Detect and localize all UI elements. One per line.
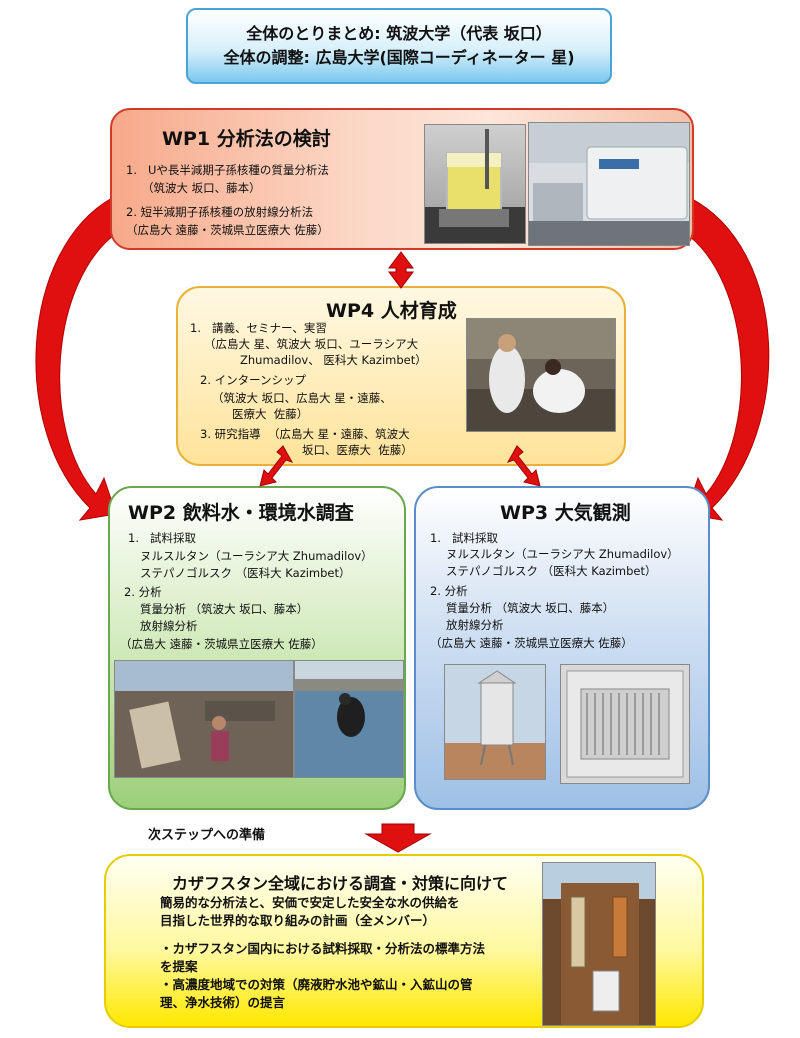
wp1-item-1: 1. Uや長半減期子孫核種の質量分析法 — [126, 163, 329, 177]
wp4-item-3-members: 坂口、医療大 佐藤） — [302, 443, 413, 457]
double-arrow-wp4-wp2 — [259, 445, 294, 487]
wp2-line-4: 2. 分析 — [124, 585, 162, 599]
wp4-item-3: 3. 研究指導 （広島大 星・遠藤、筑波大 — [200, 427, 410, 441]
wp2-line-2: ヌルスルタン（ユーラシア大 Zhumadilov） — [140, 549, 373, 563]
next-step-title: カザフスタン全域における調査・対策に向けて — [172, 874, 509, 893]
wp4-item-2-members-b: 医療大 佐藤） — [232, 407, 309, 421]
wp3-line-3: ステパノゴルスク （医科大 Kazimbet） — [446, 564, 657, 578]
header-line-1: 全体のとりまとめ: 筑波大学（代表 坂口） — [246, 24, 552, 43]
wp3-title: WP3 大気観測 — [500, 502, 631, 524]
wp1-box: WP1 分析法の検討 1. Uや長半減期子孫核種の質量分析法 （筑波大 坂口、藤… — [110, 108, 694, 250]
wp4-item-1-members-a: （広島大 星、筑波大 坂口、ユーラシア大 — [204, 337, 419, 351]
wp1-item-2: 2. 短半減期子孫核種の放射線分析法 — [126, 205, 314, 219]
wp4-item-2: 2. インターンシップ — [200, 373, 307, 387]
double-arrow-wp1-wp4 — [388, 251, 414, 289]
training-lab-photo — [466, 318, 616, 432]
wp3-line-7: （広島大 遠藤・茨城県立医療大 佐藤） — [430, 636, 633, 650]
wp3-line-5: 質量分析 （筑波大 坂口、藤本） — [446, 601, 615, 615]
wp4-title: WP4 人材育成 — [326, 300, 457, 322]
next-step-paragraph-1: 簡易的な分析法と、安価で安定した安全な水の供給を — [160, 895, 460, 910]
next-step-label: 次ステップへの準備 — [148, 828, 266, 843]
double-arrow-wp4-wp3 — [506, 445, 541, 487]
wp4-box: WP4 人材育成 1. 講義、セミナー、実習 （広島大 星、筑波大 坂口、ユーラ… — [176, 286, 626, 466]
wp2-line-6: 放射線分析 — [140, 619, 198, 633]
wp3-box: WP3 大気観測 1. 試料採取 ヌルスルタン（ユーラシア大 Zhumadilo… — [414, 486, 710, 810]
down-arrow-next-step — [364, 823, 432, 853]
wp2-line-3: ステパノゴルスク （医科大 Kazimbet） — [140, 566, 351, 580]
curved-arrow-wp1-to-wp3 — [683, 197, 770, 521]
air-filter-photo — [560, 664, 690, 784]
village-sampling-photo — [114, 660, 294, 778]
wp3-line-1: 1. 試料採取 — [430, 531, 498, 545]
water-purifier-photo — [542, 862, 656, 1026]
wp4-item-1-members-b: Zhumadilov、 医科大 Kazimbet） — [240, 353, 427, 367]
next-step-bullet-2-cont: 理、浄水技術）の提言 — [160, 995, 286, 1010]
coordination-header: 全体のとりまとめ: 筑波大学（代表 坂口） 全体の調整: 広島大学(国際コーディ… — [186, 8, 612, 84]
lab-beaker-photo — [424, 124, 526, 244]
wp2-box: WP2 飲料水・環境水調査 1. 試料採取 ヌルスルタン（ユーラシア大 Zhum… — [108, 486, 406, 810]
wp4-item-1: 1. 講義、セミナー、実習 — [190, 321, 327, 335]
air-sampler-photo — [444, 664, 546, 780]
header-line-2: 全体の調整: 広島大学(国際コーディネーター 星) — [223, 48, 575, 67]
wp4-item-2-members-a: （筑波大 坂口、広島大 星・遠藤、 — [212, 391, 392, 405]
wp3-line-6: 放射線分析 — [446, 618, 504, 632]
wp1-title: WP1 分析法の検討 — [162, 128, 331, 150]
wp2-title: WP2 飲料水・環境水調査 — [128, 502, 354, 524]
next-step-bullet-1-cont: を提案 — [160, 959, 198, 974]
wp2-line-1: 1. 試料採取 — [128, 531, 196, 545]
wp1-item-2-members: （広島大 遠藤・茨城県立医療大 佐藤） — [126, 223, 329, 237]
wp1-item-1-members: （筑波大 坂口、藤本） — [142, 181, 261, 195]
wp3-line-4: 2. 分析 — [430, 584, 468, 598]
curved-arrow-wp1-to-wp2 — [35, 197, 119, 521]
next-step-bullet-1: ・カザフスタン国内における試料採取・分析法の標準方法 — [160, 941, 486, 956]
wp2-line-7: （広島大 遠藤・茨城県立医療大 佐藤） — [120, 637, 323, 651]
next-step-paragraph-2: 目指した世界的な取り組みの計画（全メンバー） — [160, 913, 436, 928]
wp2-line-5: 質量分析 （筑波大 坂口、藤本） — [140, 602, 309, 616]
next-step-box: カザフスタン全域における調査・対策に向けて 簡易的な分析法と、安価で安定した安全… — [104, 854, 704, 1028]
mass-spectrometer-photo — [528, 122, 690, 246]
wp3-line-2: ヌルスルタン（ユーラシア大 Zhumadilov） — [446, 547, 679, 561]
lake-sampling-photo — [294, 660, 404, 778]
next-step-bullet-2: ・高濃度地域での対策（廃液貯水池や鉱山・入鉱山の管 — [160, 977, 473, 992]
